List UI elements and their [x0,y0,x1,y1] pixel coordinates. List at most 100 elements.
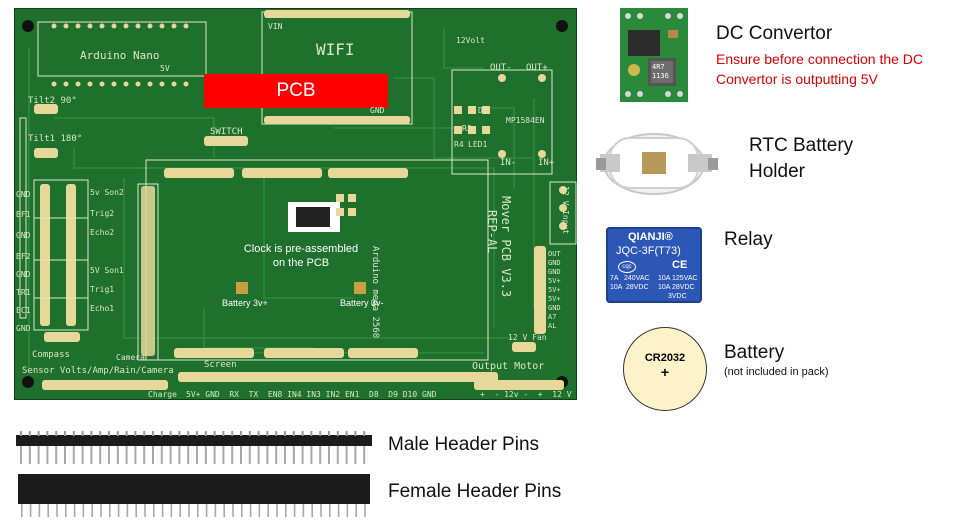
male-pin-top [125,431,128,436]
right-header-label-6: 5V+ [548,295,561,303]
male-pin-leg [134,446,137,464]
left-label-1: GND [16,190,31,199]
motor-pins-label: + - 12v - + 12 V [480,390,572,399]
male-pin-top [284,431,286,436]
male-pin-top [240,431,242,436]
female-header-pins-graphic [18,474,370,517]
output-motor-label: Output Motor [472,361,545,372]
male-pin-leg [301,446,304,464]
female-pin-leg [38,504,41,517]
relay-image: QIANJI® JQC-3F(T73) cqc CE 7A 240VAC 10A… [606,227,702,303]
female-pin-leg [65,504,67,517]
female-pin-leg [82,504,85,517]
male-pin-top [257,431,260,436]
left-label-3: GND [16,231,31,240]
male-pin-top [196,431,198,436]
male-pin-leg [143,446,146,464]
male-pin-leg [354,446,357,464]
led1-label: LED1 [468,140,488,149]
male-pin-top [72,431,75,436]
male-pin-leg [152,446,154,464]
male-pin-leg [363,446,366,464]
male-pin-top [64,431,66,436]
pcb-board [13,7,578,401]
screen-label: Screen [204,360,237,370]
female-pin-leg [311,504,313,517]
female-pin-leg [21,504,23,517]
dc-warning-line2: Convertor is outputting 5V [716,71,878,87]
female-header-title: Female Header Pins [388,481,562,502]
female-pin-leg [100,504,102,517]
clock-note-line2: on the PCB [272,257,330,269]
female-pin-leg [223,504,225,517]
rtc-battery-holder-title: RTC Battery Holder [749,133,853,185]
female-pin-leg [56,504,58,517]
male-pin-top [204,431,207,436]
rep-al-label: REP-AL [485,210,499,254]
clock-note: Clock is pre-assembled on the PCB [236,242,366,270]
relay-ce-icon: CE [672,259,688,271]
camera-label: Camera [116,353,145,362]
rtc-title-line2: Holder [749,161,805,182]
female-pin-leg [29,504,32,517]
battery-note: (not included in pack) [724,366,829,378]
male-pin-top [275,431,278,436]
male-pin-leg [196,446,198,464]
female-pin-leg [267,504,269,517]
out-minus-label: OUT- [490,63,512,73]
female-pin-leg [179,504,181,517]
vin-label: VIN [268,22,283,31]
male-pin-leg [178,446,181,464]
male-pin-leg [28,446,31,464]
male-pin-top [28,431,31,436]
male-pin-top [354,431,357,436]
right-header-label-3: GND [548,268,561,276]
right-header-label-7: GND [548,304,561,312]
male-pin-leg [310,446,313,464]
male-pin-leg [108,446,110,464]
male-pin-leg [72,446,75,464]
male-pin-leg [125,446,128,464]
male-pin-leg [328,446,330,464]
male-pin-leg [284,446,286,464]
female-pin-leg [161,504,164,517]
dc-convertor-image [620,8,688,102]
female-pin-leg [320,504,322,517]
female-pin-leg [153,504,155,517]
mover-pcb-label: Mover PCB V3.3 [499,196,513,298]
male-pin-leg [213,446,216,464]
male-pin-leg [116,446,119,464]
female-pin-leg [91,504,93,517]
relay-rating-right2: 10A 28VDC [658,284,695,291]
compass-label: Compass [32,350,70,360]
r3-label: R3 [462,124,472,133]
male-pin-top [143,431,146,436]
arduino-mega-label: Arduino mega 2560 [370,246,380,339]
male-pin-leg [90,446,93,464]
male-pin-leg [81,446,84,464]
female-pin-leg [258,504,261,517]
male-pin-top [336,431,339,436]
v5-label-nano: 5V [160,64,170,73]
female-pin-leg [197,504,199,517]
male-pin-leg [204,446,207,464]
right-header-label-1: OUT [548,250,561,258]
male-pin-leg [231,446,234,464]
bottom-pins-label: 5V+ GND RX TX EN8 IN4 IN3 IN2 EN1 D8 D9 … [186,390,437,399]
male-pin-leg [336,446,339,464]
male-pin-top [37,431,40,436]
male-pin-leg [169,446,172,464]
male-header-pins-image [16,431,372,465]
dc-warning-line1: Ensure before connection the DC [716,51,924,67]
female-pin-leg [249,504,252,517]
female-pin-leg [285,504,287,517]
battery-neg-label: Battery 3v- [340,298,384,308]
coin-model: CR2032 [644,352,686,364]
sonar-label-3: Echo2 [90,228,115,237]
male-pin-leg [292,446,295,464]
male-pin-top [345,431,348,436]
female-pin-leg [73,504,76,517]
female-pin-leg [329,504,331,517]
female-pin-leg [364,504,366,517]
right-header-label-8: A7 [548,313,557,321]
